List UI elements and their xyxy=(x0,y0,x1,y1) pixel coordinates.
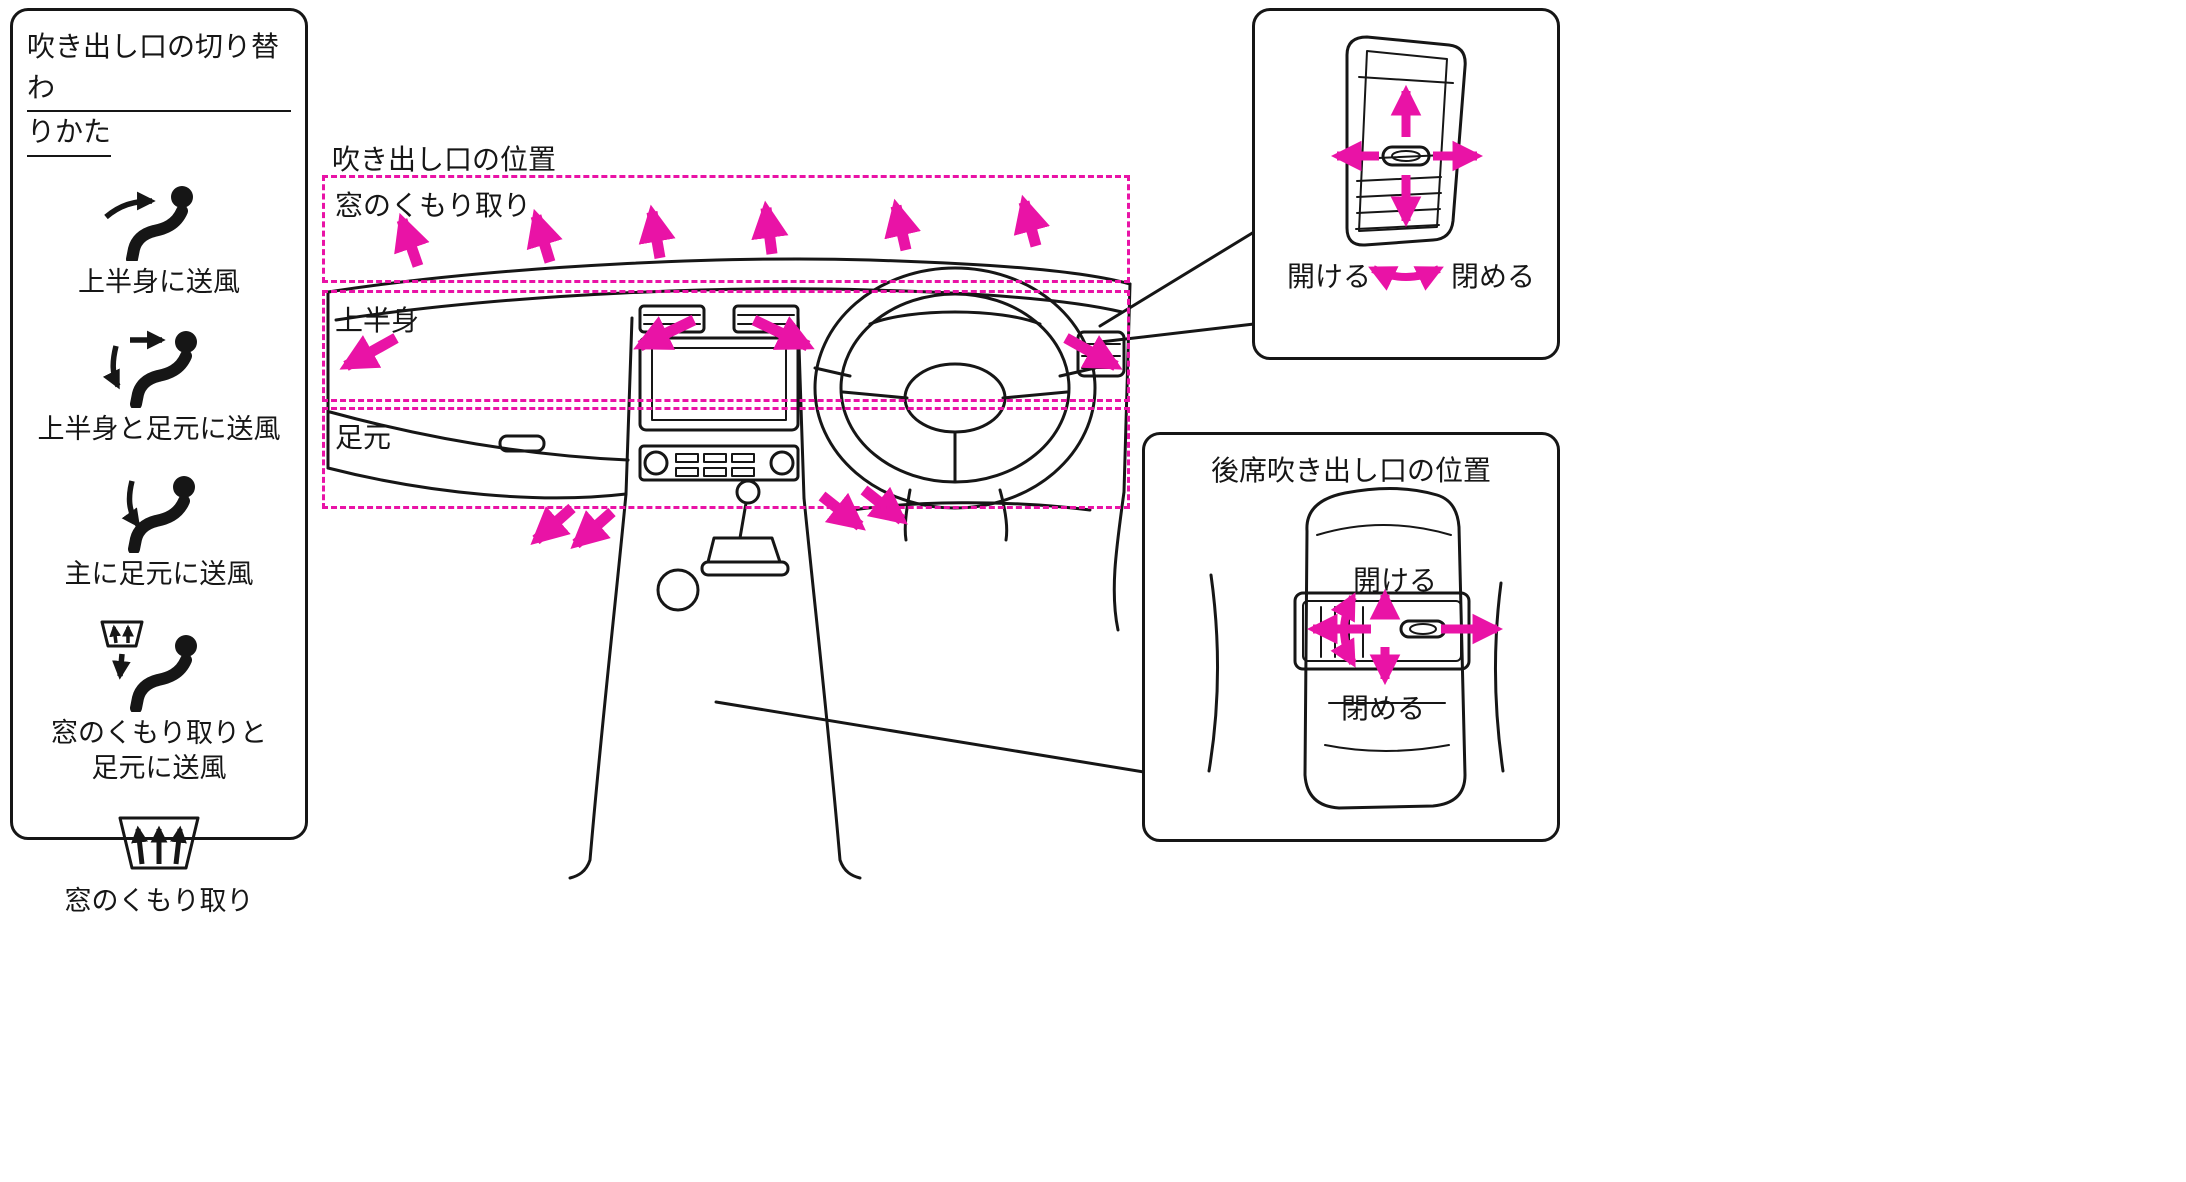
mode-bilevel: 上半身と足元に送風 xyxy=(38,324,281,447)
mode-panel-title-line2: りかた xyxy=(27,112,112,157)
dial-rotate-arrow xyxy=(1330,592,1357,668)
defrost-foot-airflow-icon xyxy=(100,620,197,713)
rear-panel-title: 後席吹き出し口の位置 xyxy=(1210,455,1491,486)
airflow-arrow xyxy=(751,315,815,351)
airflow-arrow xyxy=(339,333,399,371)
mode-label: 主に足元に送風 xyxy=(64,558,254,589)
foot-airflow-icon xyxy=(121,475,195,553)
airflow-arrow xyxy=(818,491,866,531)
dial-rotate-arrow xyxy=(1368,265,1444,291)
front-vent-illustration xyxy=(1330,35,1484,291)
dashboard-illustration xyxy=(326,194,1132,880)
rear-vent-detail-panel: 後席吹き出し口の位置 xyxy=(1142,432,1560,842)
mode-label-line1: 窓のくもり取りと xyxy=(51,718,267,749)
mode-panel-title: 吹き出し口の切り替わ りかた xyxy=(27,27,291,157)
mode-list: 上半身に送風 上半身と足元に送風 主に足元に送風 xyxy=(27,157,291,920)
airflow-arrow xyxy=(638,204,676,259)
mode-defrost: 窓のくもり取り xyxy=(65,810,254,919)
front-vent-adjust-arrows xyxy=(1330,84,1484,291)
airflow-mode-panel: 吹き出し口の切り替わ りかた 上半身に送風 上半身と足元に送風 xyxy=(10,8,308,916)
foot-airflow-arrows xyxy=(530,485,908,549)
dashboard-line-art xyxy=(326,257,1132,880)
mode-defrost-foot: 窓のくもり取りと 足元に送風 xyxy=(51,616,267,786)
mode-foot: 主に足元に送風 xyxy=(65,471,254,592)
airflow-arrow xyxy=(526,208,563,264)
open-label: 開ける xyxy=(1287,261,1372,292)
upper-body-airflow-arrows xyxy=(339,315,1123,371)
airflow-arrow xyxy=(860,485,908,525)
airflow-arrow xyxy=(394,212,430,268)
mode-face: 上半身に送風 xyxy=(78,181,240,300)
mode-label: 窓のくもり取り xyxy=(64,886,254,917)
mode-panel-title-line1: 吹き出し口の切り替わ xyxy=(27,27,291,113)
diagram-title: 吹き出し口の位置 xyxy=(332,144,557,175)
steering-wheel xyxy=(813,266,1097,542)
mode-label: 上半身に送風 xyxy=(78,266,240,297)
rear-vent-illustration xyxy=(1207,487,1505,810)
defrost-icon xyxy=(118,816,200,870)
defrost-airflow-arrows xyxy=(394,194,1050,268)
close-label: 閉める xyxy=(1451,261,1536,292)
mode-label-line2: 足元に送風 xyxy=(91,753,227,784)
face-airflow-icon xyxy=(104,185,193,261)
airflow-arrow xyxy=(1063,333,1123,371)
airflow-arrow xyxy=(1013,194,1050,248)
open-label: 開ける xyxy=(1353,565,1438,596)
rear-vent-adjust-arrows xyxy=(1306,588,1504,686)
close-label: 閉める xyxy=(1341,693,1426,724)
front-vent-detail-panel: 開ける 閉める xyxy=(1252,8,1560,360)
bilevel-airflow-icon xyxy=(102,330,197,408)
airflow-arrow xyxy=(884,198,921,252)
mode-label: 上半身と足元に送風 xyxy=(37,413,281,444)
airflow-arrow xyxy=(570,507,616,549)
airflow-arrow xyxy=(530,503,576,545)
mode-label: 窓のくもり取りと 足元に送風 xyxy=(51,716,267,786)
airflow-arrow xyxy=(633,315,697,351)
airflow-arrow xyxy=(751,200,789,255)
